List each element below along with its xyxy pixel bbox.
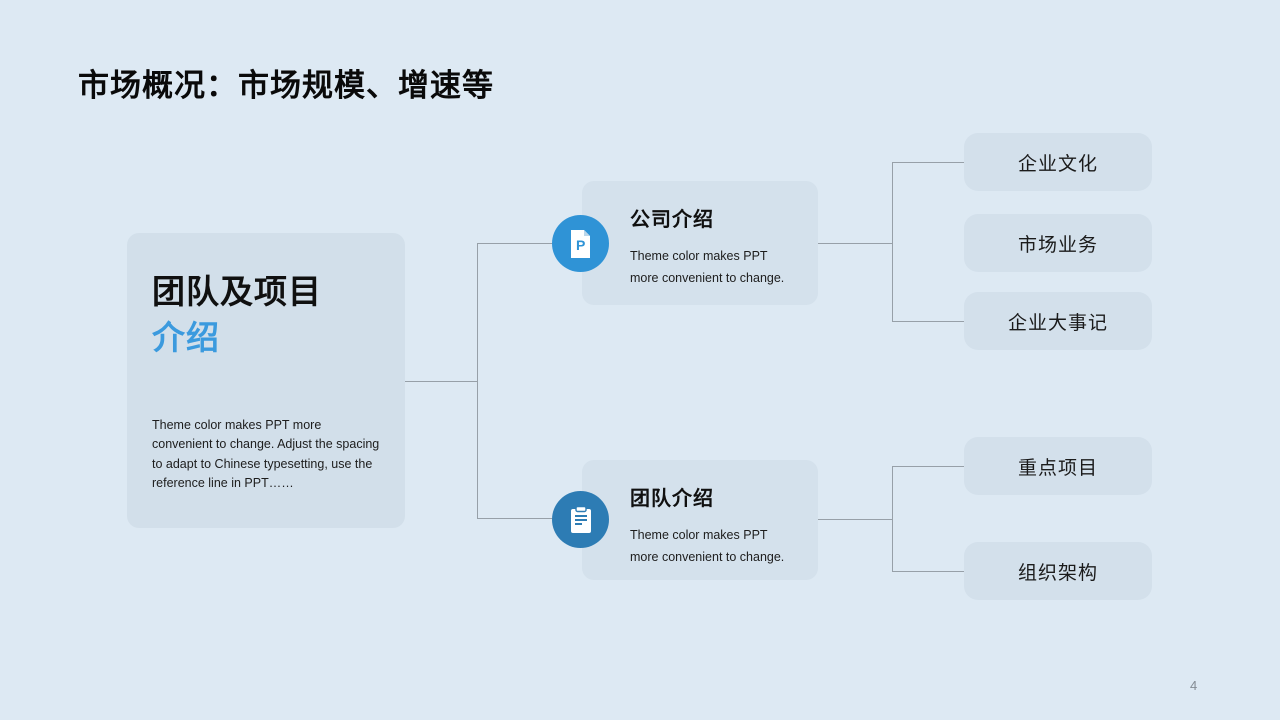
leaf-box-corporate-culture: 企业文化 <box>964 133 1152 191</box>
branch-card-company-intro: 公司介绍 Theme color makes PPT more convenie… <box>582 181 818 305</box>
connector-line <box>892 466 893 571</box>
connector-line <box>892 162 893 321</box>
connector-line <box>818 243 892 244</box>
branch-card-body: Theme color makes PPT more convenient to… <box>630 249 785 285</box>
branch-card-title: 团队介绍 <box>630 488 714 510</box>
leaf-box-key-projects: 重点项目 <box>964 437 1152 495</box>
connector-line <box>892 466 964 467</box>
branch-card-title: 公司介绍 <box>630 209 714 231</box>
root-card-heading-line2: 介绍 <box>152 319 220 356</box>
connector-line <box>818 519 892 520</box>
connector-line <box>892 321 964 322</box>
connector-line <box>892 162 964 163</box>
root-card-heading: 团队及项目 介绍 <box>152 269 322 361</box>
leaf-box-corporate-milestones: 企业大事记 <box>964 292 1152 350</box>
page-number: 4 <box>1190 678 1198 693</box>
root-card-body: Theme color makes PPT more convenient to… <box>152 418 380 490</box>
svg-text:P: P <box>576 237 585 253</box>
branch-card-body: Theme color makes PPT more convenient to… <box>630 528 785 564</box>
root-card-team-project: 团队及项目 介绍 Theme color makes PPT more conv… <box>127 233 405 528</box>
ppt-document-icon: P <box>552 215 609 272</box>
connector-line <box>892 571 964 572</box>
connector-line <box>477 518 554 519</box>
clipboard-icon <box>552 491 609 548</box>
connector-line <box>477 243 478 519</box>
leaf-box-market-business: 市场业务 <box>964 214 1152 272</box>
root-card-heading-line1: 团队及项目 <box>152 273 322 310</box>
slide-title: 市场概况：市场规模、增速等 <box>78 68 494 103</box>
connector-line <box>477 243 554 244</box>
leaf-box-org-structure: 组织架构 <box>964 542 1152 600</box>
connector-line <box>405 381 477 382</box>
branch-card-team-intro: 团队介绍 Theme color makes PPT more convenie… <box>582 460 818 580</box>
